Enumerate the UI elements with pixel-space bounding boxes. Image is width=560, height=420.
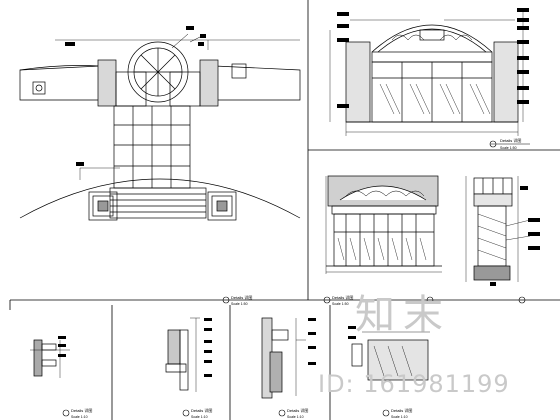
elevation-a-title: Details 详图: [500, 137, 521, 143]
detail-2-tags: [204, 318, 212, 377]
plan-tag-marks: [65, 26, 206, 166]
elevation-b-caption: Details 详图 Scale 1:50: [323, 294, 353, 306]
detail-3: [261, 317, 306, 399]
section-c: [465, 176, 531, 282]
elevation-a: [329, 8, 524, 136]
panel-frame: [9, 0, 560, 420]
detail-3-caption: Details 详图 Scale 1:10: [278, 407, 308, 419]
detail-2-caption: Details 详图 Scale 1:10: [182, 407, 212, 419]
elevation-a-caption: Details 详图 Scale 1:50: [489, 137, 530, 150]
elevation-b-scale: Scale 1:50: [332, 302, 349, 306]
detail-4-scale: Scale 1:10: [391, 415, 408, 419]
detail-3-scale: Scale 1:10: [287, 415, 304, 419]
detail-4-tags: [348, 326, 356, 339]
elevation-b: [325, 175, 442, 274]
detail-2-scale: Scale 1:10: [191, 415, 208, 419]
detail-1-title: Details 详图: [71, 407, 92, 413]
section-c-tags: [490, 186, 540, 286]
plan-view: [19, 33, 301, 221]
detail-3-title: Details 详图: [287, 407, 308, 413]
detail-1: [30, 339, 70, 378]
row-caption: Details 详图 Scale 1:50: [222, 294, 526, 306]
detail-3-tags: [308, 318, 316, 365]
detail-2-title: Details 详图: [191, 407, 212, 413]
detail-2: [165, 317, 200, 392]
elevation-a-scale: Scale 1:50: [500, 146, 517, 150]
detail-4-caption: Details 详图 Scale 1:10: [382, 407, 412, 419]
detail-1-scale: Scale 1:10: [71, 415, 88, 419]
detail-4: [351, 331, 430, 381]
detail-1-caption: Details 详图 Scale 1:10: [62, 407, 92, 419]
elevation-b-title: Details 详图: [332, 294, 353, 300]
detail-4-title: Details 详图: [391, 407, 412, 413]
row-caption-title: Details 详图: [231, 294, 252, 300]
detail-1-tags: [58, 336, 66, 357]
elevation-a-tags: [337, 8, 529, 108]
row-caption-scale: Scale 1:50: [231, 302, 248, 306]
